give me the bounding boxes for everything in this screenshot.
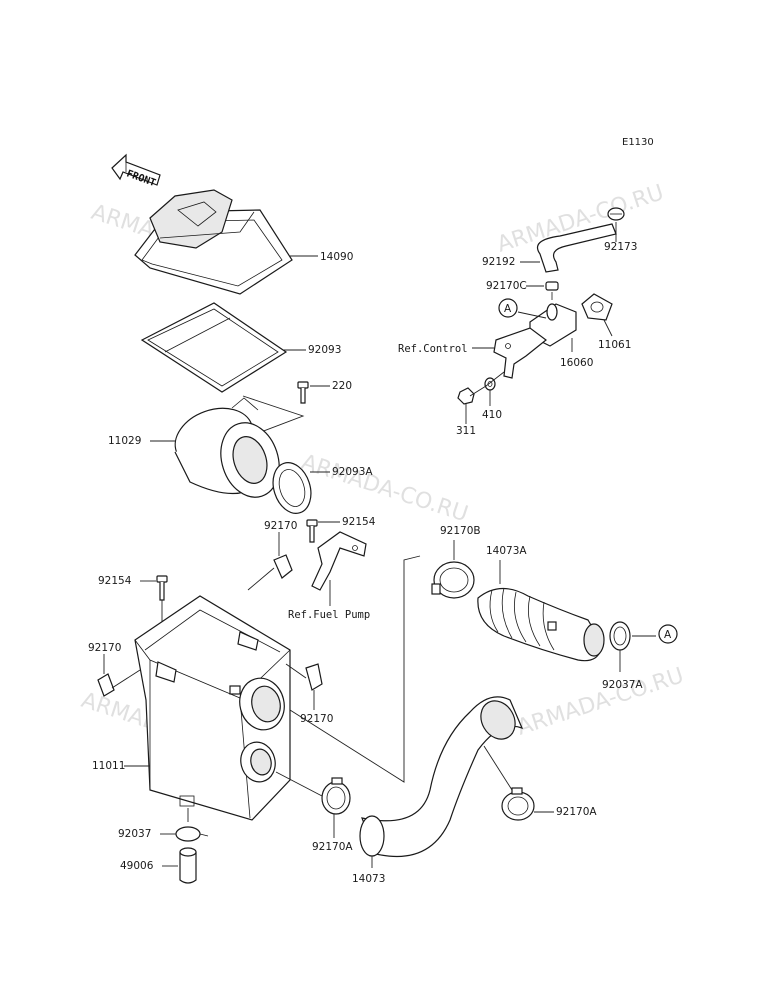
part-49006-drain (179, 847, 197, 884)
part-220-screw (297, 381, 309, 404)
callout-a-lower: A (658, 624, 678, 644)
part-11011-housing (134, 595, 291, 821)
label-14073: 14073 (352, 873, 385, 885)
label-92170-top: 92170 (264, 520, 297, 532)
part-92037a-clamp (609, 621, 631, 651)
diagram-code: E1130 (622, 137, 654, 148)
part-14073a-bellows (477, 587, 605, 662)
label-92170a-right: 92170A (556, 806, 597, 818)
label-49006: 49006 (120, 860, 154, 872)
part-92173-fitting (607, 207, 625, 221)
part-92170a-clamp-right (501, 787, 535, 821)
label-11061: 11061 (598, 339, 631, 351)
part-92093-gasket (140, 302, 288, 393)
label-14073a: 14073A (486, 545, 527, 557)
part-92093a-ring (272, 462, 312, 514)
label-92154-left: 92154 (98, 575, 132, 587)
part-control-bracket (493, 327, 547, 379)
label-92154-top: 92154 (342, 516, 376, 528)
part-92170-clip-left (97, 673, 115, 697)
front-arrow-icon: FRONT (111, 153, 161, 189)
label-220: 220 (332, 380, 352, 392)
part-92170c-clip (545, 281, 559, 291)
part-92170-clip-top (273, 554, 293, 579)
label-311: 311 (456, 425, 476, 437)
label-16060: 16060 (560, 357, 593, 369)
part-14090-cover (134, 189, 293, 295)
watermark-3: ARMADA-CO.RU (298, 450, 471, 527)
ref-fuel-pump: Ref.Fuel Pump (288, 609, 370, 621)
label-92093: 92093 (308, 344, 341, 356)
label-92093a: 92093A (332, 466, 373, 478)
part-92192-hose (536, 223, 617, 273)
label-92192: 92192 (482, 256, 515, 268)
label-92037a: 92037A (602, 679, 643, 691)
label-11011: 11011 (92, 760, 125, 772)
part-11029-element (174, 397, 280, 498)
watermark-5: ARMADA-CO.RU (514, 663, 687, 740)
label-11029: 11029 (108, 435, 141, 447)
part-92170b-clamp (431, 561, 475, 599)
part-92037-clamp (175, 826, 209, 842)
label-92173: 92173 (604, 241, 637, 253)
label-410: 410 (482, 409, 502, 421)
label-92170b: 92170B (440, 525, 481, 537)
label-92170c: 92170C (486, 280, 527, 292)
part-311-nut (457, 387, 475, 405)
part-11061-gasket (581, 293, 613, 321)
watermark-2: ARMADA-CO.RU (494, 180, 667, 257)
ref-control: Ref.Control (398, 343, 468, 355)
part-92154-bolt-left (156, 575, 168, 601)
part-14073-duct (359, 696, 524, 858)
label-92170a-low: 92170A (312, 841, 353, 853)
part-92170-clip-mid (305, 663, 323, 691)
svg-text:A: A (504, 303, 512, 315)
part-fuel-pump-bracket (311, 531, 367, 591)
label-14090: 14090 (320, 251, 353, 263)
label-92037: 92037 (118, 828, 151, 840)
part-92170a-clamp-low (321, 777, 351, 815)
svg-text:A: A (664, 629, 672, 641)
part-92154-bolt-top (306, 519, 318, 543)
label-92170-left: 92170 (88, 642, 121, 654)
callout-a-upper: A (498, 298, 518, 318)
